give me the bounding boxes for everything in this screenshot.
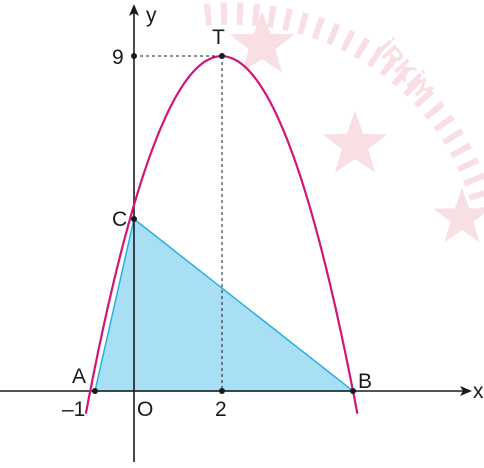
origin-label: O bbox=[137, 398, 153, 421]
tick-x-neg1-label: –1 bbox=[62, 398, 85, 421]
tick-y-9-dot bbox=[131, 53, 137, 59]
y-axis-label: y bbox=[146, 4, 157, 27]
watermark-star-icon bbox=[229, 11, 295, 73]
point-b-dot bbox=[350, 388, 356, 394]
tick-x-2-dot bbox=[219, 388, 225, 394]
watermark-star-icon bbox=[433, 188, 484, 243]
point-a-dot bbox=[92, 388, 98, 394]
point-t-dot bbox=[219, 53, 225, 59]
tick-y-9-label: 9 bbox=[112, 46, 124, 69]
point-b-label: B bbox=[358, 370, 372, 393]
watermark-seal: İRKİY bbox=[203, 2, 484, 243]
x-axis-label: x bbox=[473, 380, 484, 403]
point-c-label: C bbox=[112, 208, 127, 231]
point-c-dot bbox=[131, 216, 137, 222]
tick-x-2-label: 2 bbox=[215, 398, 227, 421]
point-a-label: A bbox=[72, 365, 86, 388]
point-t-label: T bbox=[212, 26, 225, 49]
watermark-star-icon bbox=[322, 111, 388, 173]
